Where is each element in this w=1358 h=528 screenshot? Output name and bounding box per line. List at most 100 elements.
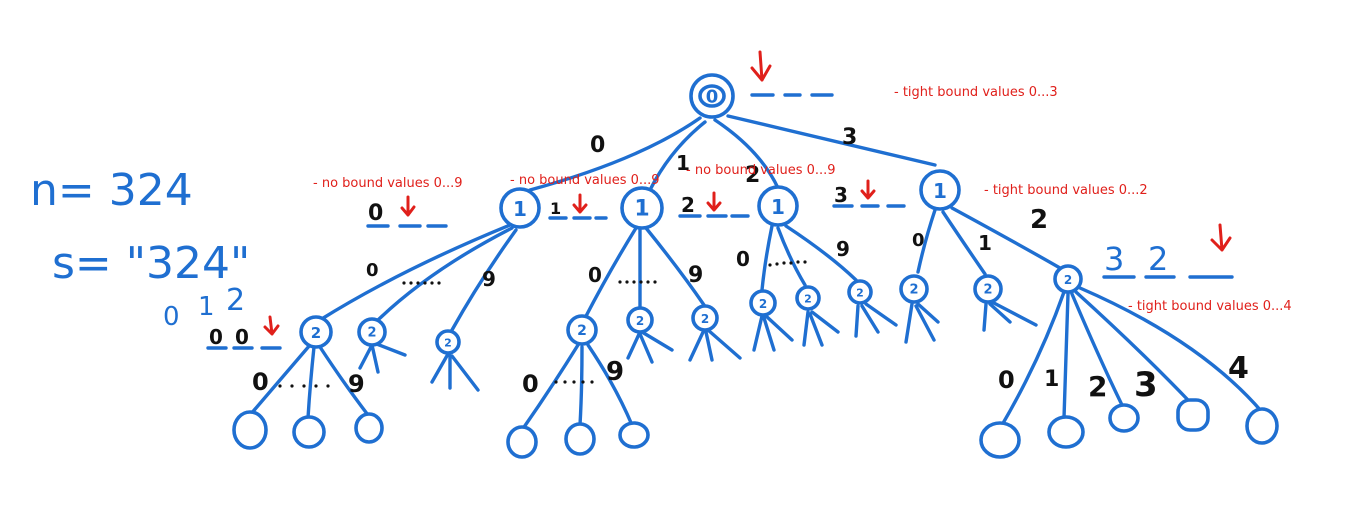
index-labels: 0 1 2: [163, 283, 245, 332]
edge-label-root-2: 2: [745, 163, 760, 188]
stub-b9: [688, 328, 742, 362]
edge-label-g-3: 3: [1134, 365, 1158, 405]
prefix-digit-1: 1: [550, 199, 561, 218]
leaf-f-0: [506, 425, 538, 459]
arrow-down-icon: [1210, 223, 1232, 252]
edge-d-1: [941, 210, 987, 276]
stub-c0: [752, 314, 794, 352]
depth2-node-c1: 2: [795, 285, 821, 311]
stub-a1: [358, 341, 407, 374]
edge-label-d-0: 0: [912, 230, 925, 251]
arrow-down-icon: [750, 50, 772, 82]
edge-label-c-9: 9: [836, 237, 850, 261]
edge-f-0: [520, 343, 580, 432]
ellipsis-dots: [278, 260, 807, 388]
edge-e-9: [318, 345, 370, 417]
depth2-node-e-label: 2: [311, 324, 321, 342]
edge-label-b-9: 9: [688, 263, 703, 288]
note-depth2-right: - tight bound values 0...4: [1128, 299, 1292, 314]
depth1-node-a-label: 1: [513, 197, 527, 221]
depth2-node-a1-label: 2: [367, 326, 376, 341]
note-depth1-mid: - no bound values 0...9: [510, 173, 660, 188]
edge-label-a-0: 0: [366, 260, 379, 281]
depth1-node-b: 1: [620, 186, 664, 230]
note-depth1-left: - no bound values 0...9: [313, 176, 463, 191]
note-depth1-mid2: - no bound values 0...9: [686, 163, 836, 178]
s-definition: s= "324": [52, 238, 250, 289]
arrow-down-icon: [572, 193, 588, 214]
prefix-digits: 0 1 2 3 0 0 3 2: [209, 183, 1168, 349]
depth1-node-d-label: 1: [933, 179, 947, 203]
depth1-node-c-label: 1: [771, 195, 785, 219]
leaf-f-9: [618, 421, 650, 449]
edge-e-1: [306, 345, 316, 420]
depth1-node-b-label: 1: [634, 197, 649, 222]
edge-label-e-0: 0: [252, 368, 269, 396]
leaf-g-0: [979, 421, 1021, 459]
depth1-node-d: 1: [919, 169, 961, 211]
depth2-node-b9: 2: [691, 304, 719, 332]
red-arrows: [263, 50, 1232, 336]
edge-label-e-9: 9: [348, 370, 365, 398]
arrow-down-icon: [400, 195, 416, 217]
depth2-node-c1-label: 2: [804, 293, 812, 306]
leaf-e-9: [354, 412, 384, 444]
depth2-node-a9: 2: [435, 329, 461, 355]
stub-d0: [904, 302, 940, 344]
leaf-nodes: [232, 398, 1279, 459]
edge-label-root-3: 3: [842, 125, 857, 150]
depth2-node-a1: 2: [357, 317, 387, 347]
depth2-node-e: 2: [299, 315, 333, 349]
edge-a-0: [318, 223, 512, 322]
depth2-node-b9-label: 2: [701, 312, 709, 326]
edge-g-3: [1074, 290, 1190, 402]
leaf-e-1: [292, 415, 326, 449]
depth1-node-c: 1: [757, 185, 799, 227]
depth2-node-a9-label: 2: [444, 337, 452, 350]
edge-c-9: [784, 224, 858, 282]
prefix-digit-2: 2: [681, 193, 695, 217]
tree-edges: [248, 114, 1264, 432]
leaf-g-2: [1108, 403, 1140, 433]
edge-root-d: [726, 114, 937, 167]
depth2-node-c0-label: 2: [759, 297, 767, 311]
edge-g-0: [1000, 290, 1066, 427]
edge-root-c: [713, 118, 780, 190]
depth2-node-d0: 2: [899, 274, 929, 304]
depth2-node-d0-label: 2: [909, 283, 918, 298]
edge-b-0: [583, 226, 638, 320]
depth2-nodes: 2 2 2 2 2 2 2 2: [299, 264, 1083, 355]
edge-label-d-1: 1: [978, 231, 992, 255]
arrow-down-icon: [706, 191, 722, 212]
edge-label-g-4: 4: [1228, 351, 1249, 386]
root-node-label: 0: [706, 87, 719, 108]
prefix-digit-0: 0: [368, 201, 383, 226]
edge-a-1: [376, 226, 514, 322]
edge-label-g-0: 0: [998, 366, 1015, 394]
n-definition: n= 324: [30, 165, 193, 216]
prefix-dashes: [206, 93, 1234, 350]
index-label-2: 2: [226, 283, 245, 318]
depth2-node-g: 2: [1053, 264, 1083, 294]
depth2-node-c0: 2: [749, 289, 777, 317]
edge-label-c-0: 0: [736, 247, 750, 271]
leaf-g-4: [1245, 407, 1279, 445]
depth2-node-d1-label: 2: [983, 283, 992, 298]
index-label-0: 0: [163, 302, 180, 332]
prefix-digit-00-b: 0: [235, 325, 249, 349]
edge-g-1: [1062, 292, 1070, 420]
edge-c-0: [760, 224, 774, 292]
edge-d-0: [916, 208, 937, 274]
prefix-digit-32-b: 2: [1148, 240, 1168, 278]
stub-c9: [854, 302, 898, 338]
edge-label-b-0: 0: [588, 263, 602, 287]
edge-label-f-9: 9: [606, 357, 624, 387]
edge-labels: 0 1 2 3 0 9 0 9 0 9 0 1 2 0 9 0 9 0 1 2 …: [252, 125, 1249, 405]
depth2-node-f: 2: [566, 314, 598, 346]
edge-e-0: [248, 343, 312, 417]
edge-root-a: [528, 116, 702, 192]
note-depth1-right: - tight bound values 0...2: [984, 183, 1148, 198]
depth2-node-b1: 2: [626, 306, 654, 334]
leaf-g-3: [1176, 398, 1210, 432]
